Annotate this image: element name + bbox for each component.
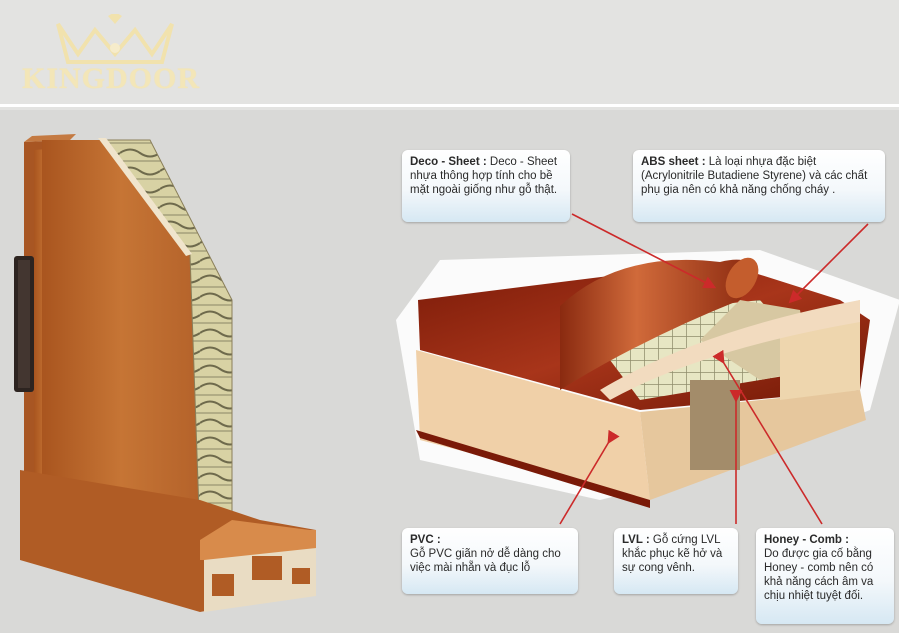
- label-pvc-title: PVC :: [410, 534, 441, 546]
- crown-icon: [56, 14, 174, 64]
- door-frame-illustration: [14, 134, 316, 612]
- label-honey-title: Honey - Comb :: [764, 534, 849, 546]
- label-deco-body: Deco - Sheet nhựa thông hợp tính cho bề …: [410, 156, 558, 196]
- label-abs-title: ABS sheet :: [641, 156, 706, 168]
- label-lvl-title: LVL :: [622, 534, 650, 546]
- panel-cutaway-illustration: [396, 250, 899, 508]
- label-honey-body: Do được gia cố bằng Honey - comb nên có …: [764, 548, 874, 602]
- label-honeycomb: Honey - Comb : Do được gia cố bằng Honey…: [756, 528, 894, 624]
- label-deco-title: Deco - Sheet :: [410, 156, 487, 168]
- label-pvc-body: Gỗ PVC giãn nở dễ dàng cho việc mài nhẵn…: [410, 548, 561, 574]
- label-pvc: PVC : Gỗ PVC giãn nở dễ dàng cho việc mà…: [402, 528, 578, 594]
- label-lvl: LVL : Gỗ cứng LVL khắc phục kẽ hở và sự …: [614, 528, 738, 594]
- label-lvl-body: Gỗ cứng LVL khắc phục kẽ hở và sự cong v…: [622, 534, 723, 574]
- header-divider: [0, 104, 899, 107]
- label-deco-sheet: Deco - Sheet : Deco - Sheet nhựa thông h…: [402, 150, 570, 222]
- label-abs-body: Là loại nhựa đặc biệt (Acrylonitrile But…: [641, 156, 868, 196]
- leader-arrows: [559, 213, 869, 525]
- label-abs-sheet: ABS sheet : Là loại nhựa đặc biệt (Acryl…: [633, 150, 885, 222]
- logo-text: KINGDOOR: [22, 62, 201, 95]
- brand-logo: KINGDOOR: [10, 8, 210, 98]
